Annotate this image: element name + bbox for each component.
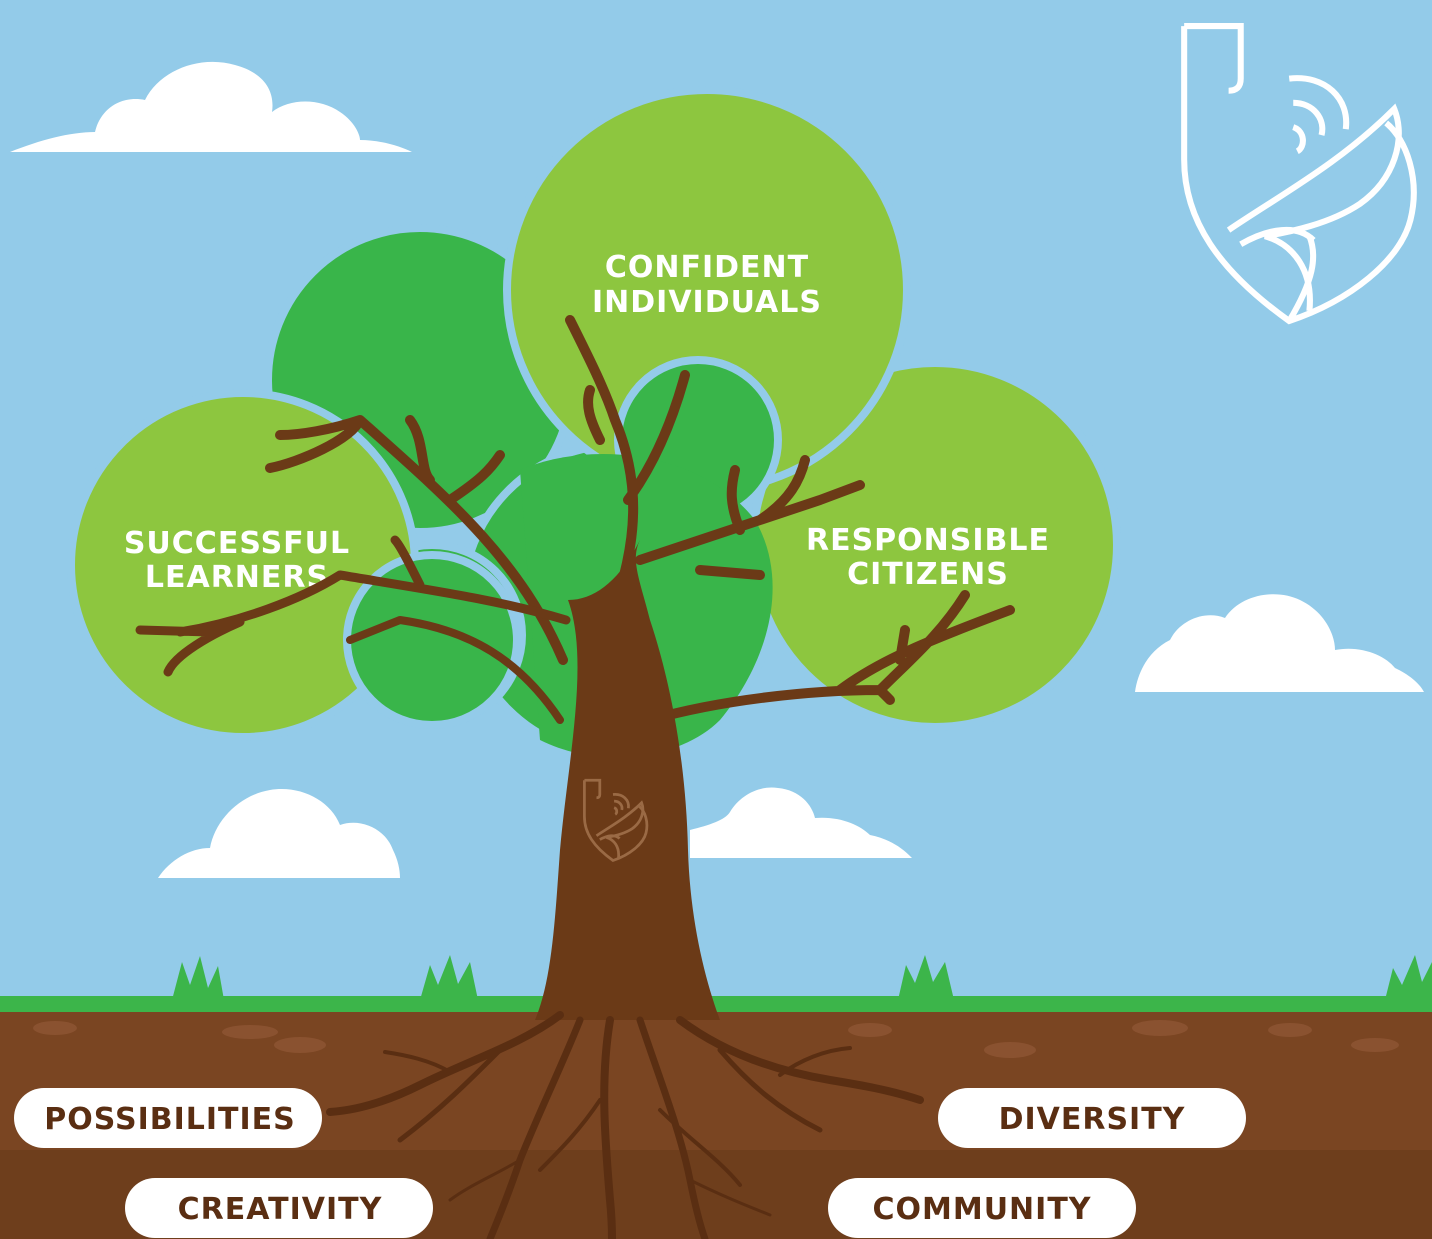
root-pill-community: COMMUNITY (828, 1178, 1136, 1238)
root-pill-possibilities: POSSIBILITIES (14, 1088, 322, 1148)
creativity-label: CREATIVITY (178, 1192, 383, 1227)
root-pill-creativity: CREATIVITY (125, 1178, 433, 1238)
soil-specks (33, 1020, 1399, 1058)
grass-tufts (172, 955, 1432, 1000)
diversity-label: DIVERSITY (999, 1102, 1186, 1137)
cloud-top-left (10, 61, 412, 152)
confident-label-line1: CONFIDENT (605, 250, 809, 285)
cloud-right (1135, 594, 1424, 692)
branches (135, 315, 1015, 725)
cloud-center (690, 787, 912, 858)
responsible-label-line2: CITIZENS (847, 557, 1009, 592)
responsible-label-line1: RESPONSIBLE (806, 523, 1050, 558)
roots (326, 1011, 924, 1239)
community-label: COMMUNITY (872, 1192, 1091, 1227)
successful-label-line2: LEARNERS (145, 560, 329, 595)
root-pill-diversity: DIVERSITY (938, 1088, 1246, 1148)
trunk (535, 540, 720, 1020)
confident-label-line2: INDIVIDUALS (592, 285, 822, 320)
possibilities-label: POSSIBILITIES (44, 1102, 296, 1137)
successful-label-line1: SUCCESSFUL (124, 526, 350, 561)
trunk-shield-deer-icon (583, 778, 649, 863)
cloud-bottom-left (158, 789, 400, 878)
shield-deer-icon (1181, 23, 1417, 325)
grass-strip (0, 996, 1432, 1012)
